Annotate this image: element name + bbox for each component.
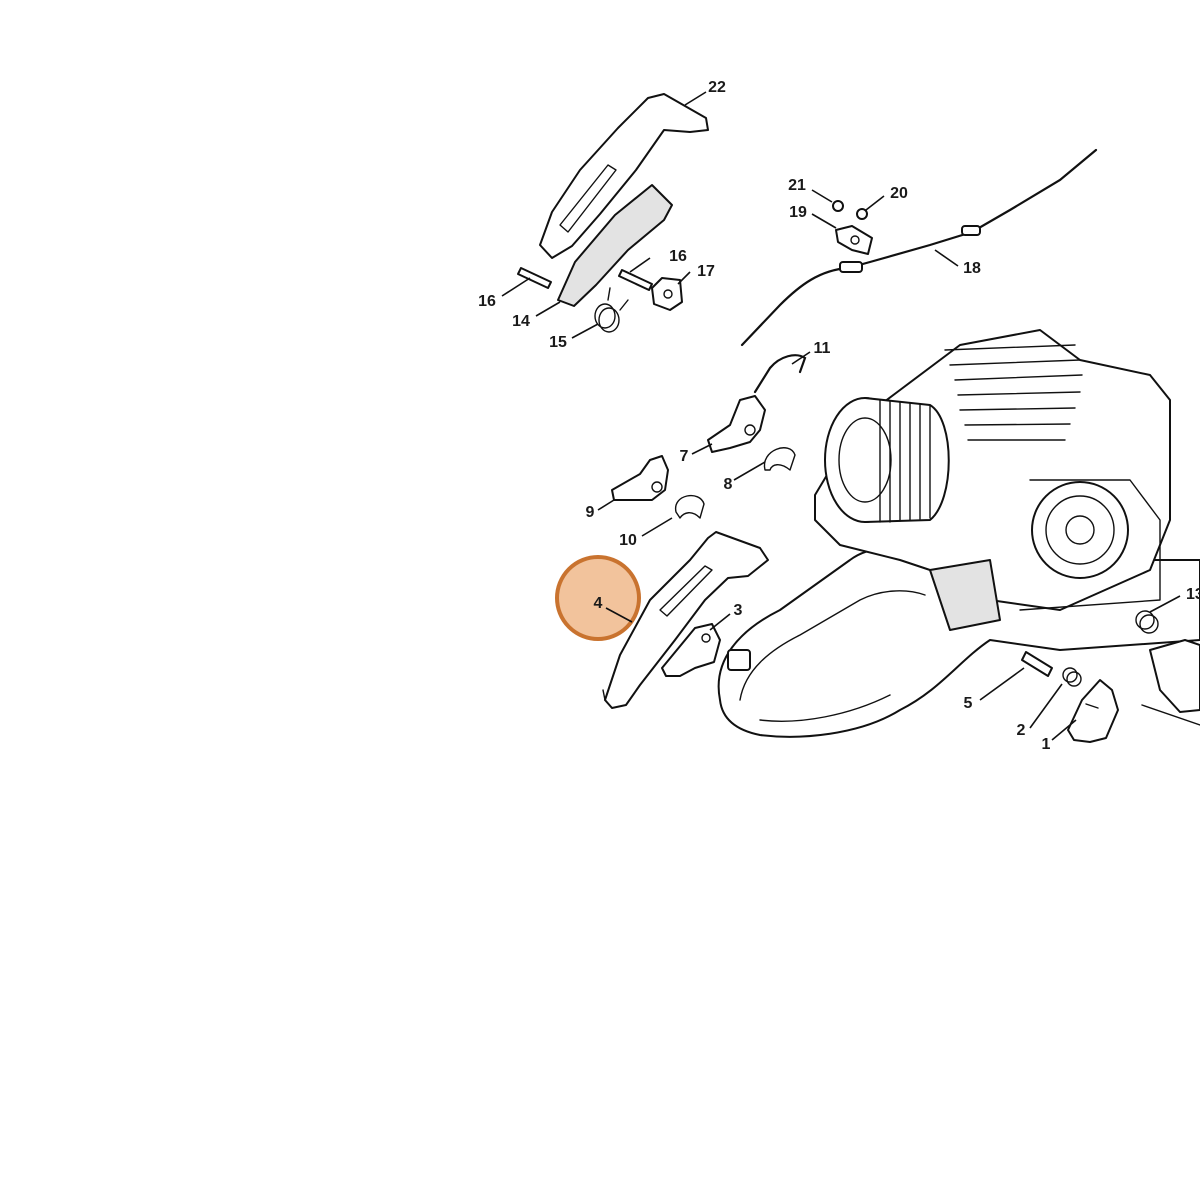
- air-filter-pleats: [879, 399, 931, 523]
- part-7-mechanism[interactable]: [707, 395, 766, 453]
- callout-9: 9: [586, 504, 595, 521]
- callout-16-left: 16: [478, 293, 496, 310]
- callout-2: 2: [1017, 722, 1026, 739]
- callout-17: 17: [697, 263, 715, 280]
- callout-15: 15: [549, 334, 567, 351]
- callout-22: 22: [708, 79, 726, 96]
- part-19-bracket[interactable]: [835, 225, 873, 255]
- callout-3: 3: [734, 602, 743, 619]
- callout-10: 10: [619, 532, 637, 549]
- part-2-spring[interactable]: [1062, 667, 1082, 687]
- housing-clip: [727, 649, 751, 671]
- callout-5: 5: [964, 695, 973, 712]
- part-22-handle-cover[interactable]: [539, 93, 709, 259]
- part-1-trigger[interactable]: [1067, 679, 1119, 743]
- callout-19: 19: [789, 204, 807, 221]
- callout-labels: 22 21 20 19 18 16 17 16 14 15 11 7 8 9 1…: [478, 79, 1200, 753]
- callout-20: 20: [890, 185, 908, 202]
- callout-8: 8: [724, 476, 733, 493]
- part-10-clip[interactable]: [675, 494, 705, 519]
- highlight-part-4[interactable]: 4: [555, 555, 641, 641]
- part-5-pin[interactable]: [1021, 651, 1053, 677]
- part-21-screw[interactable]: [832, 200, 844, 212]
- part-15-spring[interactable]: [594, 287, 629, 333]
- callout-18: 18: [963, 260, 981, 277]
- part-18-cable[interactable]: [740, 148, 1098, 347]
- part-16-pin-left[interactable]: [517, 267, 552, 289]
- callout-1: 1: [1042, 736, 1051, 753]
- saw-housing: [717, 329, 1200, 738]
- callout-21: 21: [788, 177, 806, 194]
- callout-11: 11: [814, 340, 831, 357]
- part-11-link[interactable]: [753, 354, 807, 394]
- part-16-pin-right[interactable]: [618, 269, 653, 291]
- part-4-rear-handle[interactable]: [602, 531, 769, 709]
- callout-13: 13: [1186, 586, 1200, 603]
- part-17-block[interactable]: [651, 277, 683, 311]
- part-14-handle-insert[interactable]: [557, 184, 673, 307]
- cylinder-fins: [944, 344, 1083, 441]
- highlight-label: 4: [594, 595, 603, 612]
- callout-16-right: 16: [669, 248, 687, 265]
- callout-7: 7: [680, 448, 689, 465]
- part-8-clip[interactable]: [763, 447, 796, 471]
- part-13-assembly[interactable]: [1135, 610, 1200, 726]
- leader-lines: [501, 91, 1181, 741]
- part-3-lever[interactable]: [661, 623, 721, 677]
- part-20-screw[interactable]: [856, 208, 868, 220]
- part-9-mechanism[interactable]: [611, 455, 669, 501]
- callout-14: 14: [512, 313, 530, 330]
